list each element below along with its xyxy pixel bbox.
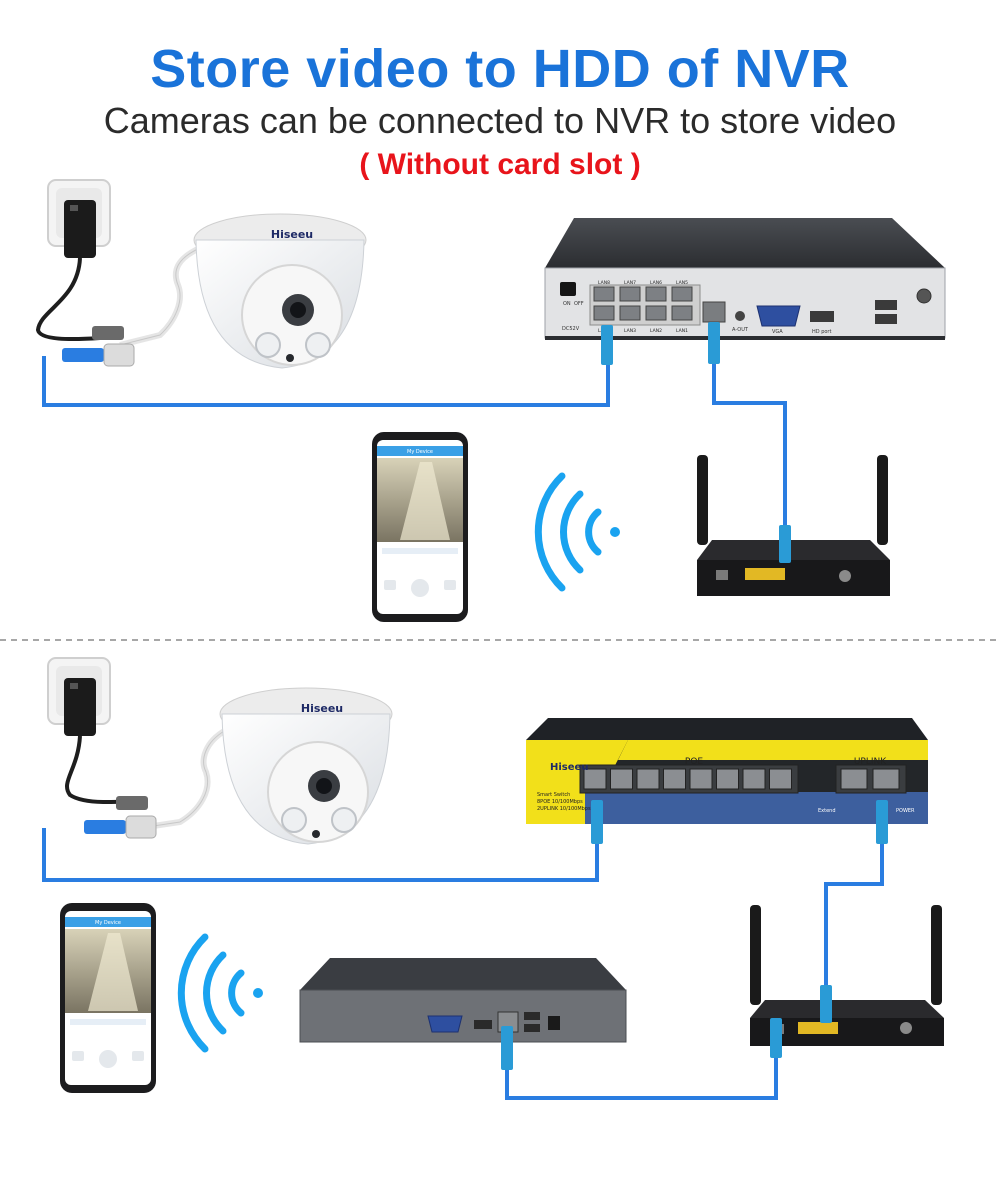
nvr-lan-label: LAN5 — [676, 280, 688, 286]
card-slot-note: ( Without card slot ) — [359, 148, 641, 181]
switch-poe-port — [663, 768, 686, 790]
switch-model-line-3: 2UPLINK 10/100Mbps — [537, 806, 591, 812]
rj45-connector — [876, 800, 888, 844]
switch-extend-label: Extend — [818, 808, 836, 814]
nvr-aout-label: A-OUT — [732, 327, 749, 333]
nvr-hdmi-label: HD port — [812, 329, 831, 335]
rj45-connector — [779, 525, 791, 563]
router-icon — [697, 455, 890, 596]
switch-uplink-port — [840, 768, 868, 790]
power-socket-icon — [47, 657, 111, 736]
nvr-switch-on-label: ON — [563, 301, 571, 307]
smartphone-icon — [372, 432, 468, 622]
switch-poe-port — [769, 768, 792, 790]
uplink-label: UPLINK — [854, 757, 887, 767]
nvr-power-label: DC52V — [562, 326, 580, 332]
switch-poe-port — [716, 768, 739, 790]
switch-poe-port — [742, 768, 766, 790]
nvr-lan-port — [619, 286, 641, 302]
rj45-connector — [601, 325, 613, 365]
nvr-vga-label: VGA — [772, 329, 783, 335]
rj45-connector — [62, 348, 104, 362]
nvr-lan-port — [671, 305, 693, 321]
power-cable — [65, 735, 141, 805]
switch-poe-port — [636, 768, 660, 790]
rj45-connector — [708, 322, 720, 364]
nvr-lan-port — [593, 305, 615, 321]
phone-header-label: My Device — [407, 449, 433, 455]
smartphone-icon — [60, 903, 156, 1093]
switch-poe-port — [689, 768, 713, 790]
camera-brand-label: Hiseeu — [301, 702, 343, 715]
camera-pigtail — [119, 245, 202, 348]
camera-brand-label: Hiseeu — [271, 228, 313, 241]
switch-uplink-port — [872, 768, 900, 790]
rj45-connector — [84, 820, 126, 834]
phone-header-label: My Device — [95, 920, 121, 926]
nvr-switch-off-label: OFF — [574, 301, 584, 307]
nvr-lan-label: LAN6 — [650, 280, 662, 286]
nvr-icon — [299, 958, 627, 1043]
rj45-connector — [501, 1026, 513, 1070]
nvr-lan-label: LAN7 — [624, 280, 636, 286]
nvr-lan-port — [619, 305, 641, 321]
nvr-icon — [544, 218, 946, 340]
switch-poe-port — [583, 768, 607, 790]
rj45-connector — [591, 800, 603, 844]
switch-model-line-2: 8POE 10/100Mbps — [537, 799, 583, 805]
switch-poe-port — [610, 768, 633, 790]
nvr-lan-label: LAN1 — [676, 328, 688, 334]
nvr-to-router-cable — [505, 1030, 778, 1100]
poe-label: POE — [685, 757, 704, 767]
page-title: Store video to HDD of NVR — [150, 39, 850, 99]
nvr-lan-port — [593, 286, 615, 302]
camera-pigtail — [139, 727, 228, 831]
dome-camera-icon — [193, 213, 367, 369]
nvr-lan-port — [671, 286, 693, 302]
camera-to-switch-cable — [42, 815, 599, 882]
nvr-lan-label: LAN2 — [650, 328, 662, 334]
nvr-lan-label: LAN8 — [598, 280, 610, 286]
nvr-lan-port — [645, 286, 667, 302]
power-socket-icon — [47, 179, 111, 258]
camera-to-nvr-cable — [42, 356, 610, 407]
rj45-connector — [820, 985, 832, 1023]
switch-brand-label: Hiseeu — [550, 762, 588, 773]
switch-to-router-cable — [824, 815, 884, 1000]
wifi-signal-icon — [534, 472, 620, 592]
switch-power-label: POWER — [896, 808, 915, 814]
rj45-connector — [770, 1018, 782, 1058]
dome-camera-icon — [219, 687, 393, 845]
nvr-lan-port — [645, 305, 667, 321]
nvr-to-router-cable — [712, 360, 787, 535]
switch-model-line-1: Smart Switch — [537, 792, 570, 798]
page-subtitle: Cameras can be connected to NVR to store… — [103, 100, 897, 141]
wifi-signal-icon — [177, 933, 263, 1053]
power-cable — [35, 257, 121, 342]
nvr-lan-label: LAN3 — [624, 328, 636, 334]
